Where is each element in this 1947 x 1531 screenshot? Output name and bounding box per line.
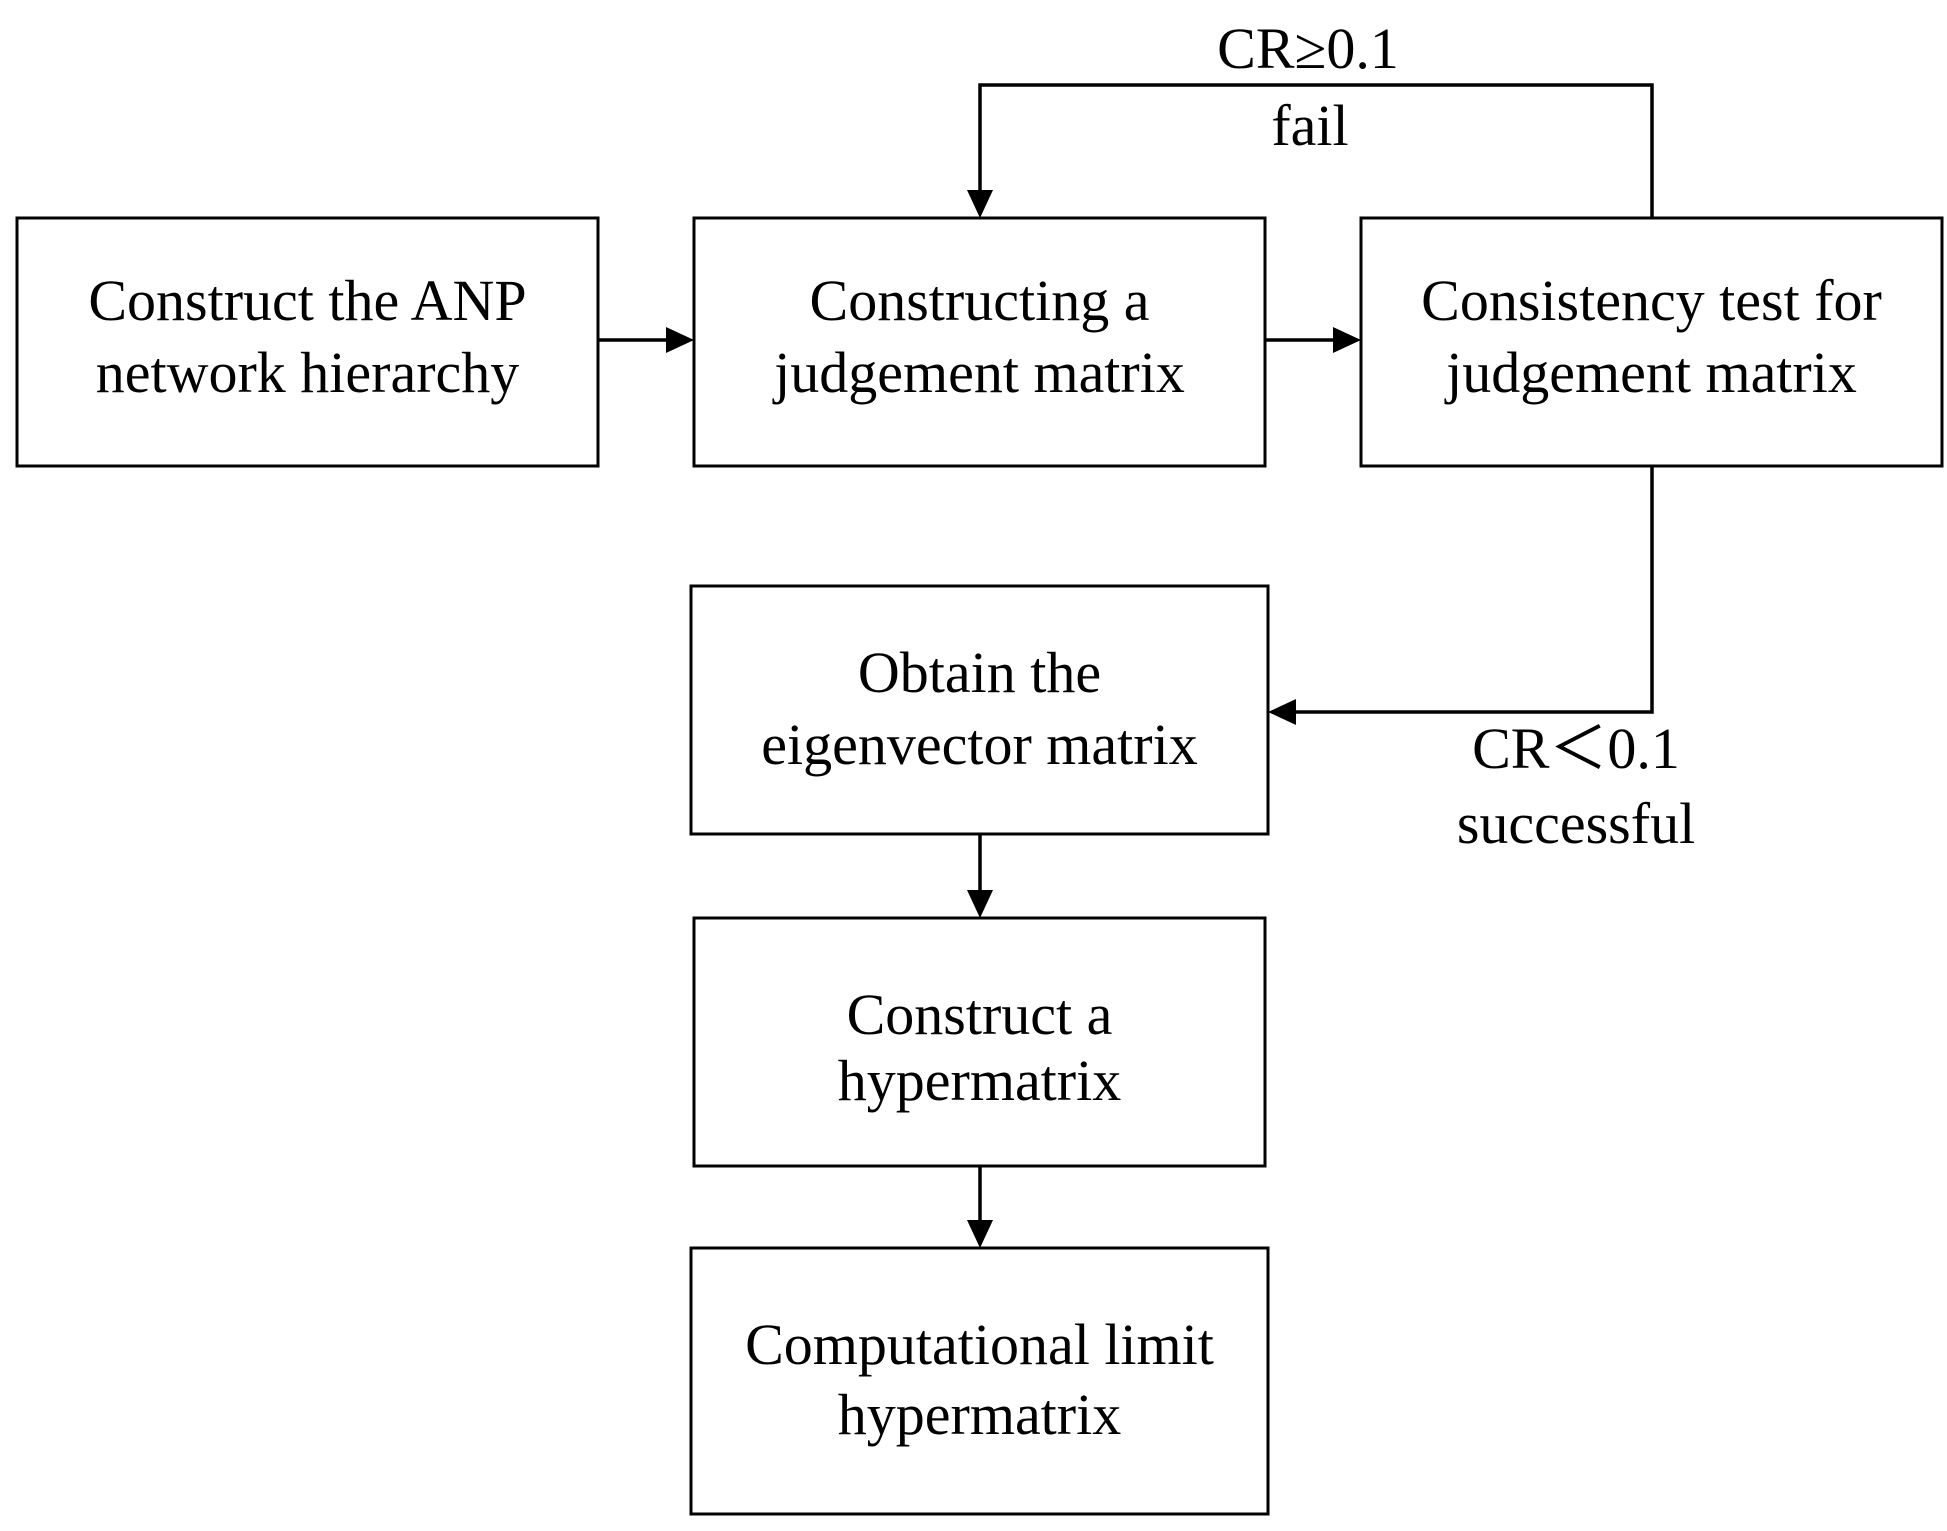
edge-eigen-to-hyper <box>967 834 993 918</box>
edge-consistency-success-arrowhead <box>1268 699 1296 725</box>
node-limit-box <box>689 1246 1270 1516</box>
edge-eigen-to-hyper-arrowhead <box>967 890 993 918</box>
node-hyper-label-line-1: Construct a <box>847 982 1113 1047</box>
edge-consistency-success-label-1: CR＜0.1 <box>1472 716 1680 781</box>
node-judge-label-line-1: Constructing a <box>810 268 1150 333</box>
edge-consistency-fail: CR≥0.1 fail <box>967 16 1654 218</box>
edge-consistency-success-line <box>1288 466 1654 714</box>
edge-judge-to-consistency <box>1265 327 1361 353</box>
node-anp-box <box>15 216 600 468</box>
node-eigen: Obtain the eigenvector matrix <box>689 584 1270 836</box>
node-consistency-label-line-2: judgement matrix <box>1444 340 1857 405</box>
edge-hyper-to-limit-arrowhead <box>967 1220 993 1248</box>
edge-consistency-success: CR＜0.1 successful <box>1268 466 1695 856</box>
node-eigen-label-line-1: Obtain the <box>858 640 1101 705</box>
edge-consistency-fail-arrowhead <box>967 190 993 218</box>
node-consistency-box <box>1359 216 1944 468</box>
node-limit-label-line-1: Computational limit <box>745 1312 1214 1377</box>
edge-hyper-to-limit <box>967 1166 993 1248</box>
node-anp-label-line-1: Construct the ANP <box>88 268 526 333</box>
edge-anp-to-judge-arrowhead <box>666 327 694 353</box>
edge-consistency-fail-label-2: fail <box>1271 93 1348 158</box>
node-judge-label-line-2: judgement matrix <box>772 340 1185 405</box>
edge-anp-to-judge <box>598 327 694 353</box>
node-judge: Constructing a judgement matrix <box>692 216 1267 468</box>
node-consistency-label-line-1: Consistency test for <box>1421 268 1882 333</box>
node-eigen-box <box>689 584 1270 836</box>
node-limit-label-line-2: hypermatrix <box>838 1382 1121 1447</box>
edge-consistency-fail-line <box>978 83 1654 218</box>
node-anp: Construct the ANP network hierarchy <box>15 216 600 468</box>
node-hyper-box <box>692 916 1267 1168</box>
node-eigen-label-line-2: eigenvector matrix <box>761 712 1197 777</box>
node-hyper-label-line-2: hypermatrix <box>838 1048 1121 1113</box>
edge-consistency-fail-label-1: CR≥0.1 <box>1217 16 1399 81</box>
edge-consistency-success-label-2: successful <box>1457 791 1695 856</box>
node-judge-box <box>692 216 1267 468</box>
node-anp-label-line-2: network hierarchy <box>96 340 520 405</box>
edge-judge-to-consistency-arrowhead <box>1333 327 1361 353</box>
node-consistency: Consistency test for judgement matrix <box>1359 216 1944 468</box>
